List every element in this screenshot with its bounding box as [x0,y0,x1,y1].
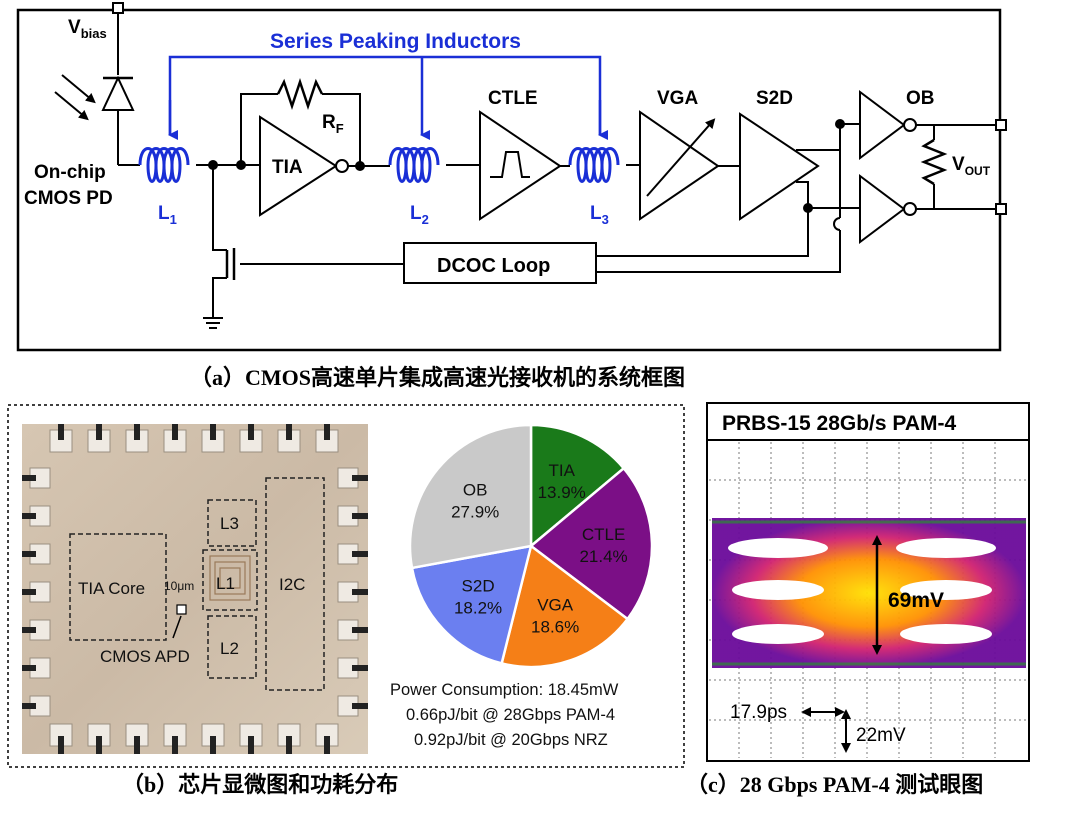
vga-label: VGA [657,88,698,109]
pie-label-vga: VGA [537,595,574,614]
pie-label-ctle: CTLE [582,525,625,544]
load-resistor-icon [920,138,948,186]
caption-a: （a）CMOS高速单片集成高速光接收机的系统框图 [190,365,685,390]
jitter-label: 17.9ps [730,702,787,723]
scale-label: 10μm [164,579,194,593]
power-consumption-line: Power Consumption: 18.45mW [390,681,619,699]
chip-i2c-label: I2C [279,575,305,594]
ctle-label: CTLE [488,88,538,109]
caption-c: （c）28 Gbps PAM-4 测试眼图 [686,772,983,797]
pie-label-ob: OB [463,481,488,500]
pd-label-line2: CMOS PD [24,188,113,209]
eye-title: PRBS-15 28Gb/s PAM-4 [722,412,956,435]
vga-block [639,110,720,221]
series-peaking-bracket [168,55,608,140]
power-pie-chart: TIA 13.9% CTLE 21.4% VGA 18.6% S2D 18.2% OB 27.9% [408,423,654,669]
s2d-block [739,112,820,221]
level-label: 22mV [856,725,906,746]
pie-value-s2d: 18.2% [454,599,502,618]
cmos-apd-label: CMOS APD [100,647,190,666]
l2-label: L2 [410,203,429,227]
vout-label: VOUT [952,154,991,178]
caption-b: （b）芯片显微图和功耗分布 [122,772,398,797]
rf-label: RF [322,112,344,136]
panel-b: TIA Core 10μm CMOS APD L1 L2 L3 I2C TIA 1… [7,404,685,768]
chip-l3-label: L3 [220,514,239,533]
pie-value-tia: 13.9% [538,483,586,502]
tia-label: TIA [272,157,303,178]
pie-value-ob: 27.9% [451,503,499,522]
inductor-l2-icon [388,147,440,183]
spiral-inductor-icon [209,555,251,601]
tia-amplifier [259,115,338,217]
ctle-response-icon [490,151,530,178]
pie-value-ctle: 21.4% [579,547,627,566]
chip-micrograph: TIA Core 10μm CMOS APD L1 L2 L3 I2C [22,424,368,754]
pd-label-line1: On-chip [34,162,106,183]
dcoc-transistor-icon [212,165,236,318]
s2d-label: S2D [756,88,793,109]
eye-height-label: 69mV [888,589,944,612]
pie-slice-s2d [410,544,533,665]
l1-label: L1 [158,203,177,227]
ground-icon [203,317,223,329]
eye-openings [712,518,1026,668]
output-buffer-top [859,90,906,160]
pie-slice-tia [529,423,626,549]
panel-c-eye-diagram: PRBS-15 28Gb/s PAM-4 69mV 17.9ps 22mV [706,402,1030,762]
chip-l1-label: L1 [216,574,235,593]
vbias-label: Vbias [68,17,107,41]
tia-core-label: TIA Core [78,579,145,598]
energy-nrz-line: 0.92pJ/bit @ 20Gbps NRZ [414,731,608,749]
dcoc-label: DCOC Loop [437,255,550,277]
chip-l2-label: L2 [220,639,239,658]
inductor-l1-icon [138,147,190,183]
feedback-resistor-icon [276,78,324,110]
inductor-l3-icon [568,147,620,183]
energy-pam4-line: 0.66pJ/bit @ 28Gbps PAM-4 [406,706,615,724]
l3-label: L3 [590,203,609,227]
pie-slice-ctle [528,466,654,621]
series-peaking-label: Series Peaking Inductors [270,30,521,53]
pie-slice-ob [408,423,533,570]
ob-label: OB [906,88,935,109]
pie-slice-vga [500,543,630,669]
pie-value-vga: 18.6% [531,617,579,636]
pie-label-tia: TIA [548,461,575,480]
pie-label-s2d: S2D [462,577,495,596]
panel-a-block-diagram: Vbias On-chip CMOS PD Series Peaking Ind… [16,2,1007,352]
output-buffer-bottom [859,174,906,244]
photodiode-icon [54,13,135,165]
